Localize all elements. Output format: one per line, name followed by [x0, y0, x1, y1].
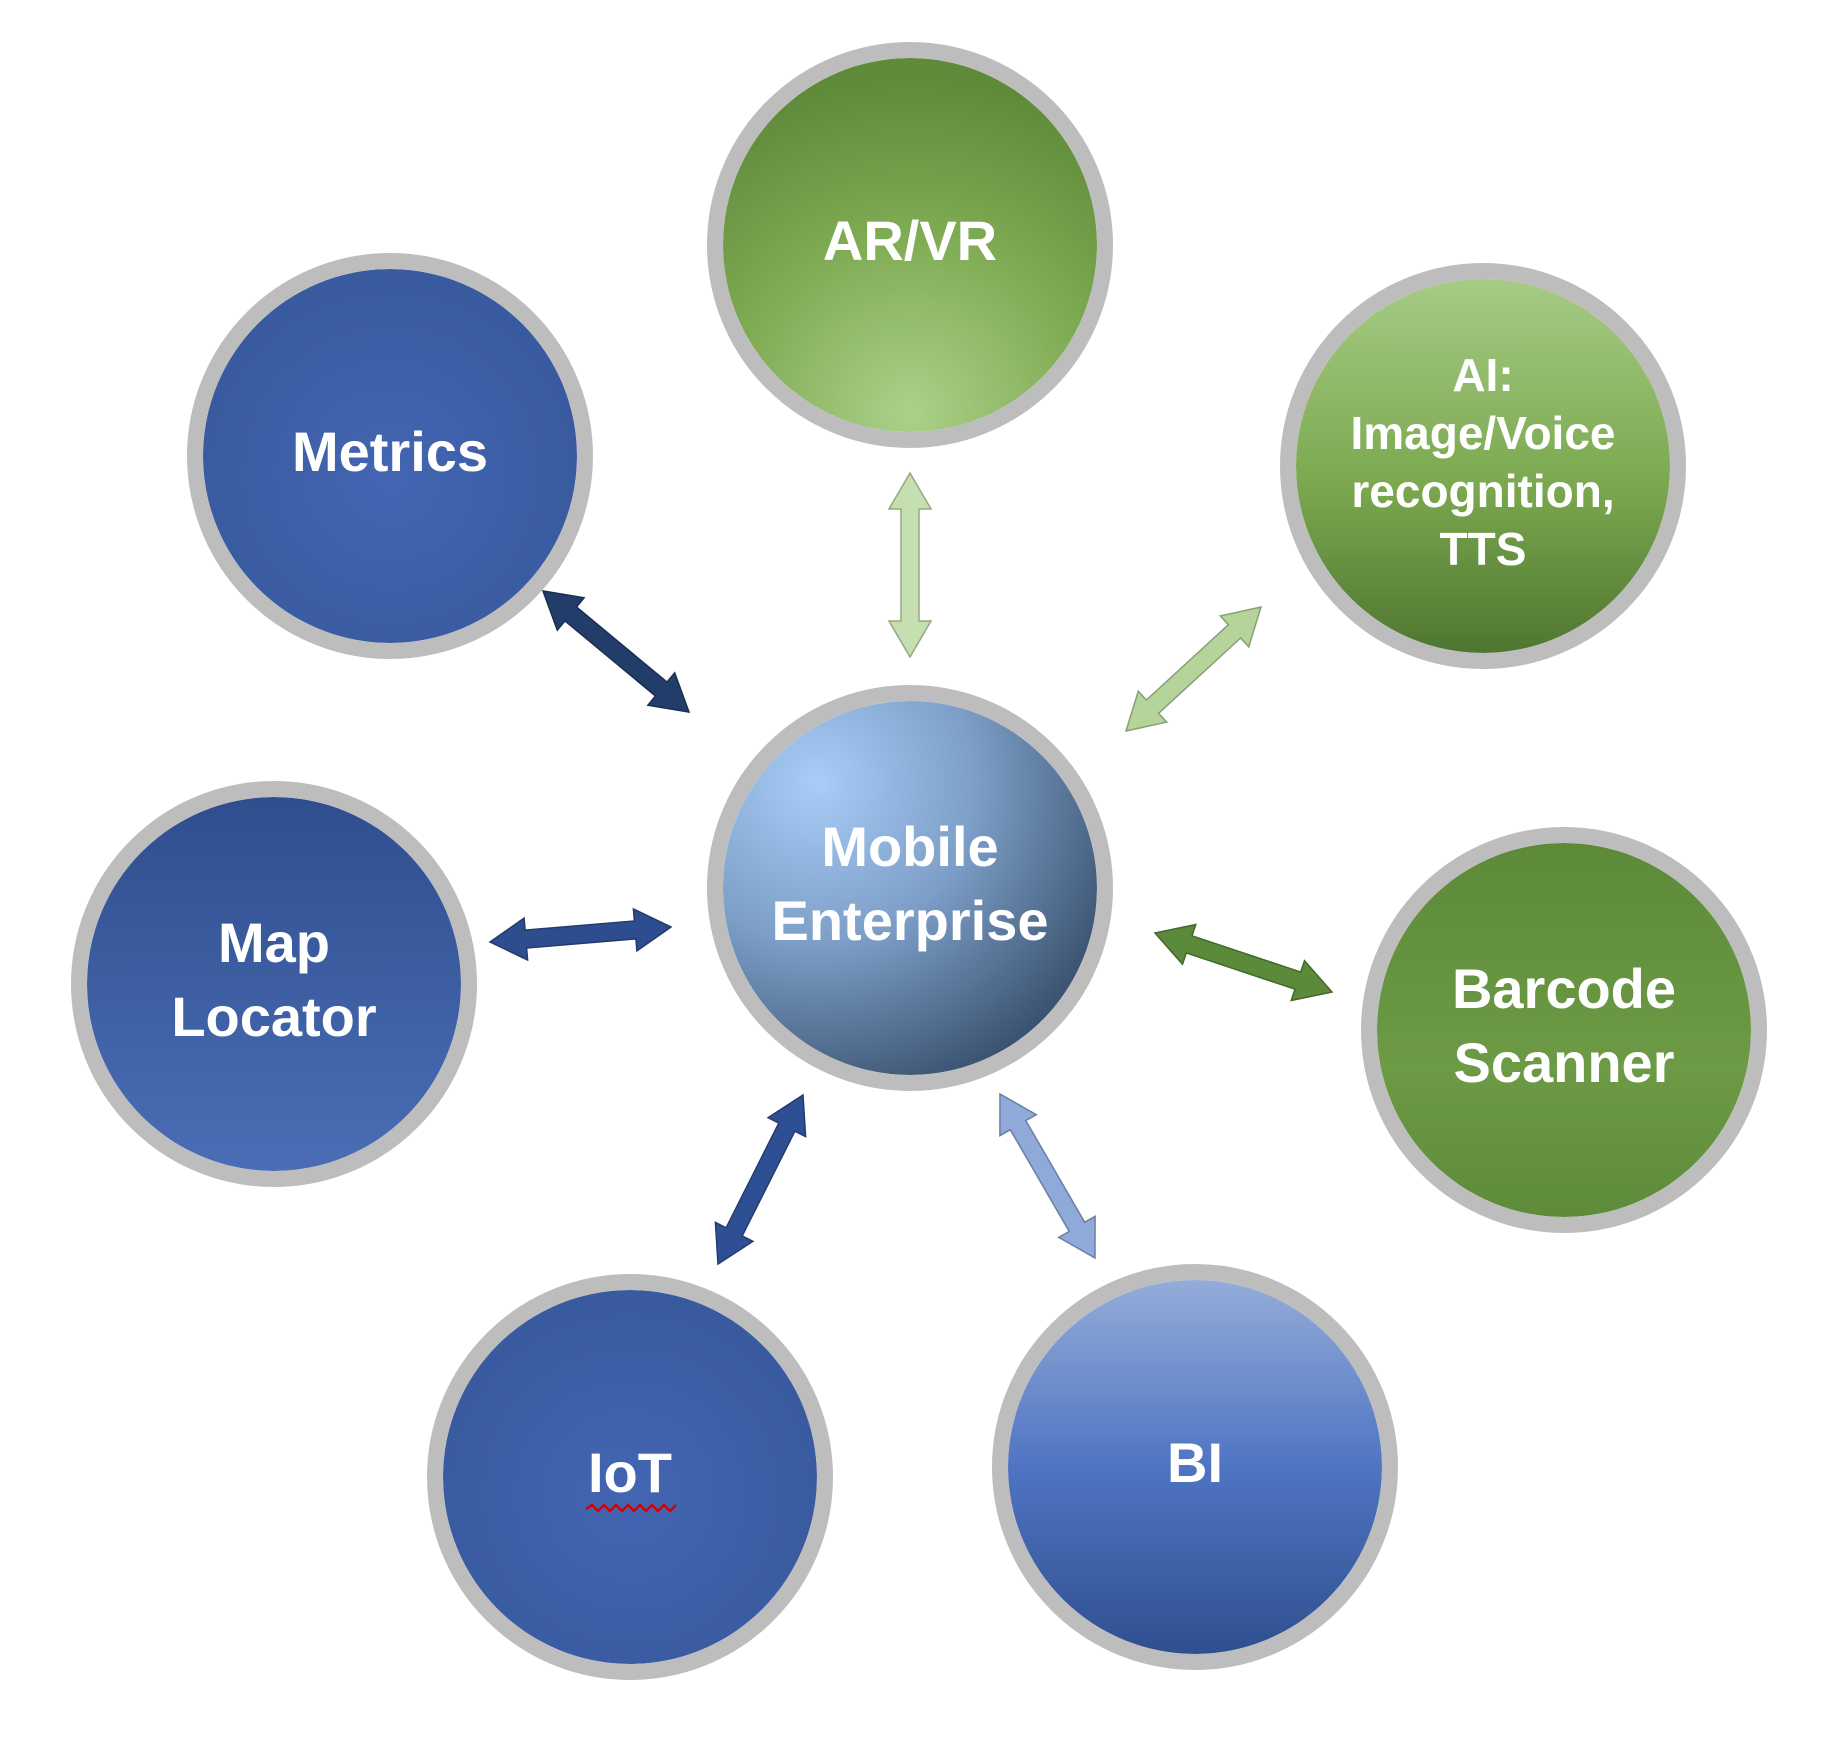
- node-ar-vr-label-line: AR/VR: [823, 209, 997, 272]
- node-iot-ring: [427, 1274, 833, 1680]
- connector-arrow-map-locator: [488, 907, 673, 962]
- connector-layer: [488, 471, 1334, 1266]
- node-map-locator-label-line: Map: [218, 911, 330, 974]
- connector-arrow-iot: [714, 1093, 807, 1266]
- node-ai-label-line: TTS: [1440, 523, 1527, 575]
- node-iot-label-line: IoT: [588, 1441, 672, 1504]
- node-ai-label-line: AI:: [1452, 349, 1513, 401]
- node-metrics-disk: [203, 269, 577, 643]
- node-metrics-ring: [187, 253, 593, 659]
- node-bi-ring: [992, 1264, 1398, 1670]
- node-ai-ring: [1280, 263, 1686, 669]
- node-barcode-scanner-label-line: Scanner: [1454, 1031, 1675, 1094]
- node-map-locator-label-line: Locator: [171, 985, 376, 1048]
- connector-arrow-bi: [999, 1092, 1096, 1260]
- connector-arrow-metrics: [541, 590, 691, 713]
- node-ai-label-line: Image/Voice: [1350, 407, 1615, 459]
- hub-node-mobile-enterprise-label-line: Enterprise: [772, 889, 1049, 952]
- node-ar-vr-ring: [707, 42, 1113, 448]
- node-metrics-label-line: Metrics: [292, 420, 488, 483]
- node-bi: BI: [992, 1264, 1398, 1670]
- connector-arrow-ar-vr: [887, 471, 933, 659]
- node-map-locator-disk: [87, 797, 461, 1171]
- connector-arrow-ai: [1124, 605, 1263, 733]
- node-ar-vr-disk: [723, 58, 1097, 432]
- node-iot: IoT: [427, 1274, 833, 1680]
- node-ar-vr: AR/VR: [707, 42, 1113, 448]
- node-bi-label-line: BI: [1167, 1431, 1223, 1494]
- spellcheck-underline: [585, 1503, 677, 1513]
- node-map-locator-ring: [71, 781, 477, 1187]
- hub-node-mobile-enterprise-label-line: Mobile: [821, 815, 998, 878]
- node-ai: AI: Image/Voice recognition, TTS: [1280, 263, 1686, 669]
- hub-node-mobile-enterprise-ring: [707, 685, 1113, 1091]
- node-ai-disk: [1296, 279, 1670, 653]
- hub-node-mobile-enterprise-disk: [723, 701, 1097, 1075]
- node-metrics: Metrics: [187, 253, 593, 659]
- connector-arrow-barcode-scanner: [1153, 923, 1334, 1002]
- node-barcode-scanner-ring: [1361, 827, 1767, 1233]
- node-iot-disk: [443, 1290, 817, 1664]
- node-barcode-scanner-label-line: Barcode: [1452, 957, 1676, 1020]
- node-barcode-scanner-disk: [1377, 843, 1751, 1217]
- node-ai-label-line: recognition,: [1351, 465, 1614, 517]
- node-bi-disk: [1008, 1280, 1382, 1654]
